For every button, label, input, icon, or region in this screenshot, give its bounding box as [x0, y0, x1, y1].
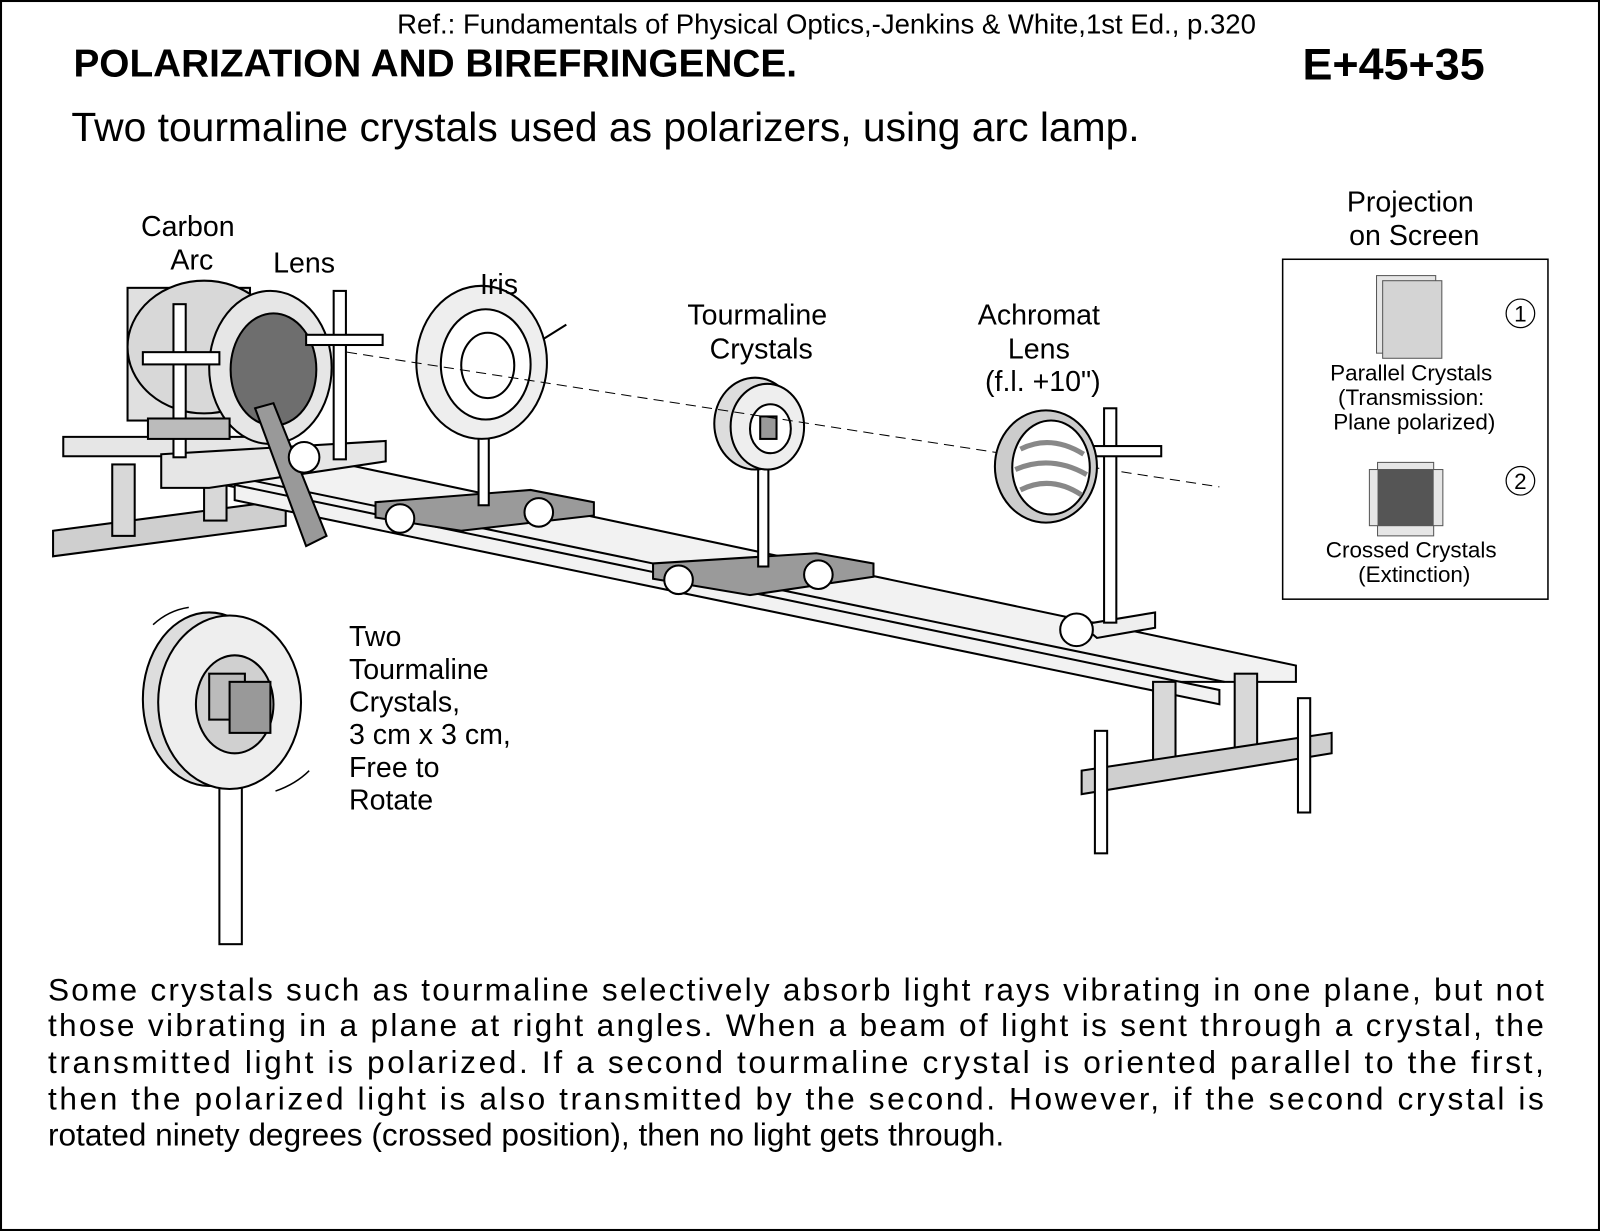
rotate-arrow-icon [152, 606, 189, 626]
svg-text:Some crystals such as tourmali: Some crystals such as tourmaline selecti… [48, 971, 1544, 1007]
iris-diaphragm [374, 284, 595, 534]
number-badge-2 [1505, 465, 1536, 496]
label-inset: Two Tourmaline Crystals, 3 cm x 3 cm, Fr… [349, 621, 519, 816]
crossed-crystals-swatch [1368, 461, 1444, 537]
parallel-crystals-swatch [1376, 275, 1443, 359]
projection-title: Projection on Screen [1347, 186, 1482, 252]
label-lens: Lens [273, 248, 335, 280]
carbon-arc-lamp [126, 279, 333, 548]
label-carbon-arc: Carbon Arc [141, 211, 243, 277]
number-badge-1 [1505, 298, 1536, 329]
svg-text:then the polarized light is al: then the polarized light is also transmi… [48, 1081, 1544, 1117]
page-title: POLARIZATION AND BIREFRINGENCE. [73, 43, 797, 86]
tourmaline-inset-illustration [141, 606, 310, 946]
demo-code: E+45+35 [1302, 39, 1484, 90]
reference-text: Ref.: Fundamentals of Physical Optics,-J… [397, 9, 1256, 40]
right-base [1080, 672, 1333, 855]
label-achromat-lens: Achromat Lens (f.l. +10") [978, 300, 1108, 398]
tourmaline-crystals-mount [652, 376, 875, 597]
label-iris: Iris [480, 269, 518, 301]
subtitle: Two tourmaline crystals used as polarize… [71, 104, 1139, 150]
condenser-lens-holder [287, 289, 384, 474]
crossed-crystals-caption: Crossed Crystals (Extinction) [1326, 537, 1503, 587]
label-tourmaline-crystals: Tourmaline Crystals [687, 300, 835, 366]
achromat-lens [993, 407, 1163, 648]
item-number-2: 2 [1514, 469, 1526, 494]
optical-bench-illustration [52, 279, 1333, 855]
svg-text:transmitted light is polarized: transmitted light is polarized. If a sec… [48, 1044, 1544, 1080]
projection-panel: Projection on Screen 1 Parallel Crystals… [1281, 186, 1549, 600]
item-number-1: 1 [1514, 302, 1526, 327]
svg-text:rotated ninety degrees (crosse: rotated ninety degrees (crossed position… [48, 1116, 1004, 1152]
rotate-arrow-icon [275, 770, 310, 792]
parallel-crystals-caption: Parallel Crystals (Transmission: Plane p… [1330, 361, 1498, 435]
